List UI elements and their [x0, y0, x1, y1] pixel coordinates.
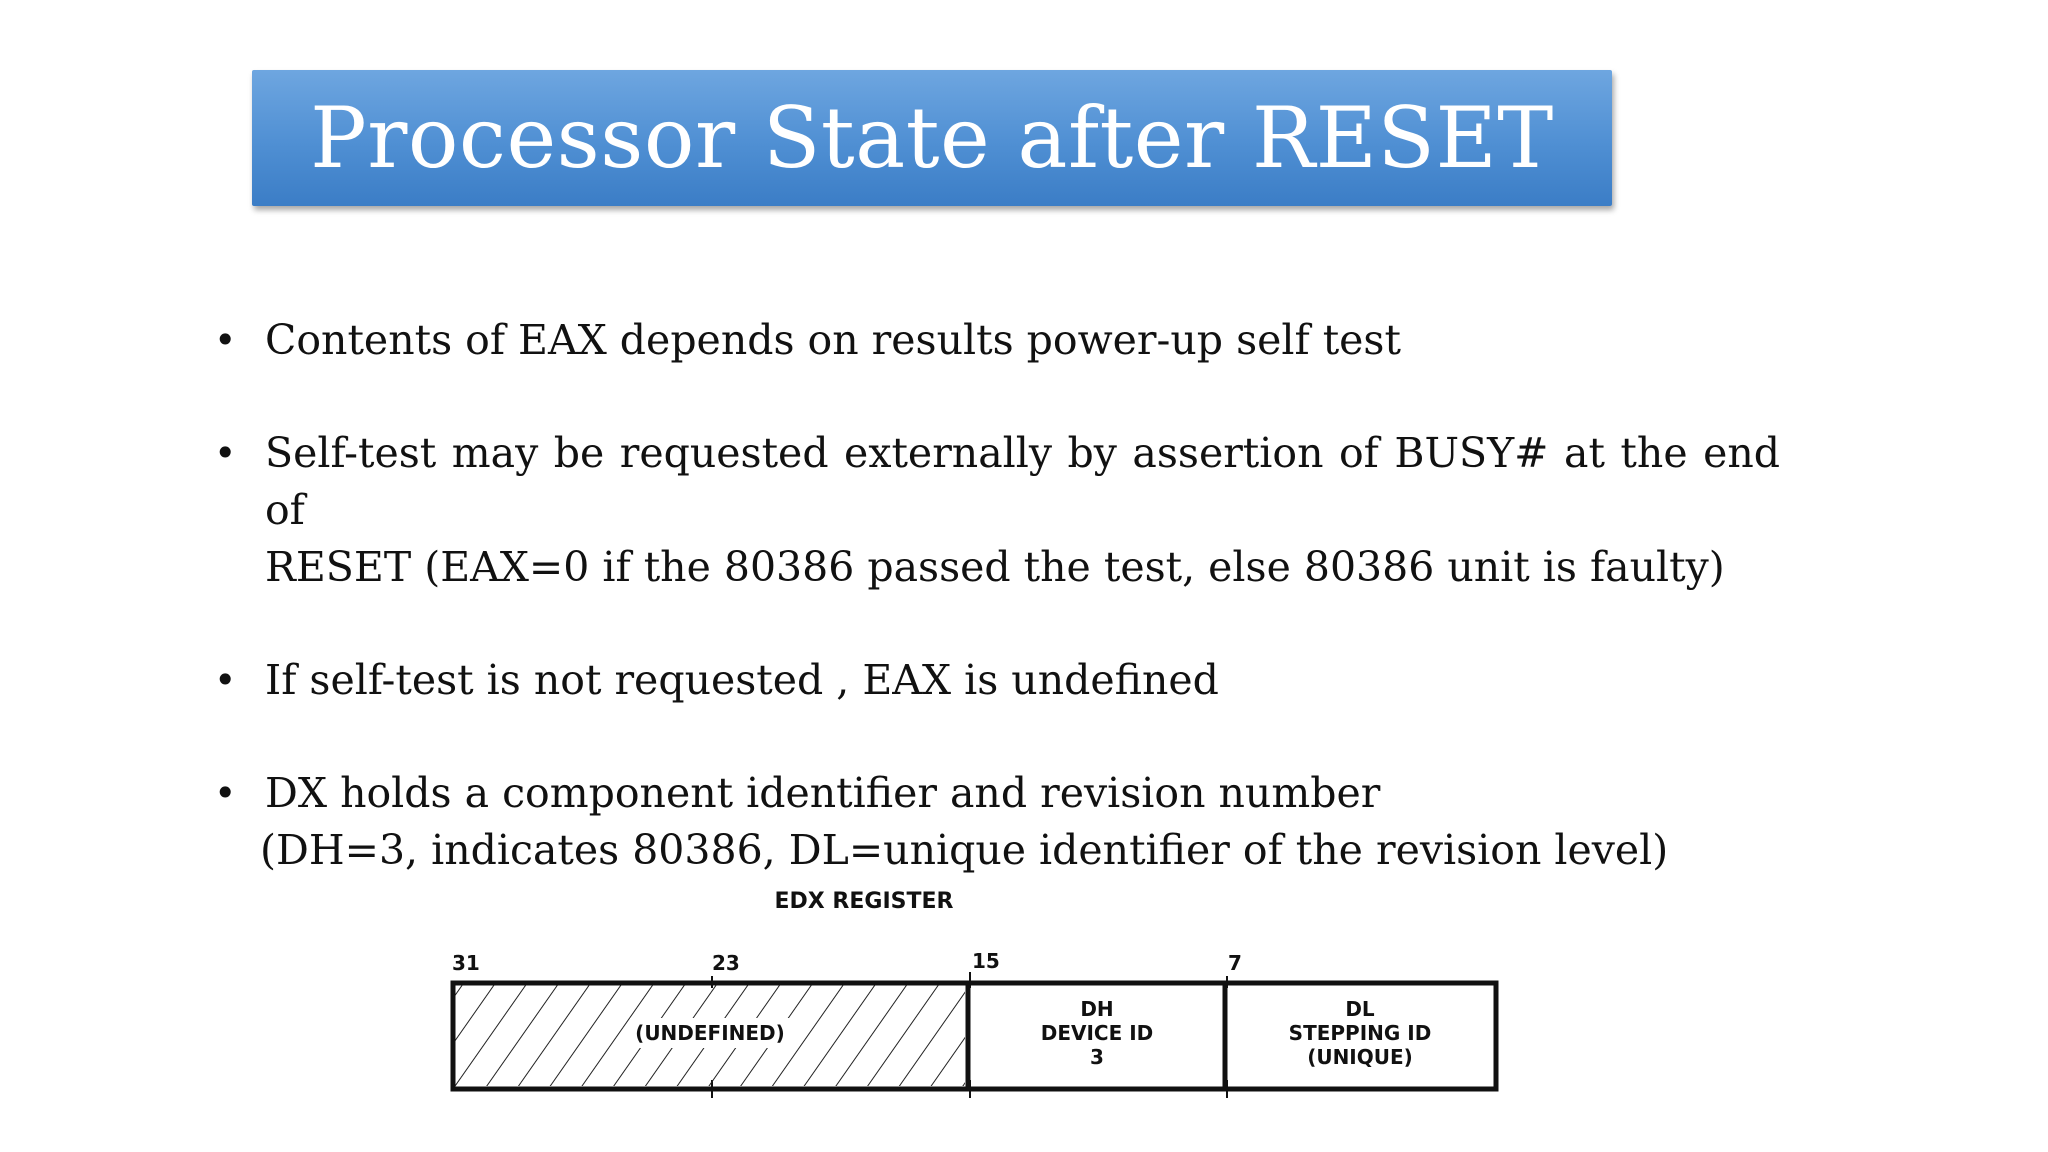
bullet-icon: • — [214, 318, 237, 362]
field-dl-name: STEPPING ID — [1289, 1021, 1432, 1045]
diagram-heading: EDX REGISTER — [775, 889, 954, 914]
field-dl-value: (UNIQUE) — [1307, 1045, 1413, 1069]
bit-label-23: 23 — [712, 951, 740, 975]
field-dh-name: DEVICE ID — [1041, 1021, 1154, 1045]
slide-title: Processor State after RESET — [310, 89, 1554, 187]
undefined-label-bg — [630, 1018, 790, 1048]
bullet-list: • Contents of EAX depends on results pow… — [210, 312, 1780, 935]
field-dl-label: DL — [1345, 997, 1375, 1021]
bit-label-31: 31 — [452, 951, 480, 975]
bullet-icon: • — [214, 658, 237, 702]
bullet-text: (DH=3, indicates 80386, DL=unique identi… — [260, 826, 1669, 874]
bit-label-7: 7 — [1228, 951, 1242, 975]
bullet-text: Contents of EAX depends on results power… — [265, 316, 1401, 364]
bullet-text: If self-test is not requested , EAX is u… — [265, 656, 1219, 704]
field-dh-label: DH — [1080, 997, 1113, 1021]
bullet-item: • Contents of EAX depends on results pow… — [210, 312, 1780, 369]
register-outline — [450, 980, 1499, 1092]
edx-register-diagram: EDX REGISTER 31 23 15 7 (UNDEFINED) DH D… — [440, 880, 1510, 1110]
field-undefined-label: (UNDEFINED) — [635, 1021, 785, 1045]
title-banner: Processor State after RESET — [252, 70, 1612, 206]
bullet-icon: • — [214, 431, 237, 475]
bullet-item: • Self-test may be requested externally … — [210, 425, 1780, 596]
bit-label-15: 15 — [972, 949, 1000, 973]
bullet-text: Self-test may be requested externally by… — [265, 429, 1780, 534]
bullet-item: • DX holds a component identifier and re… — [210, 765, 1780, 879]
bullet-text: RESET (EAX=0 if the 80386 passed the tes… — [265, 543, 1725, 591]
edx-register-figure: EDX REGISTER 31 23 15 7 (UNDEFINED) DH D… — [450, 889, 1499, 1098]
bullet-item: • If self-test is not requested , EAX is… — [210, 652, 1780, 709]
bullet-icon: • — [214, 771, 237, 815]
field-dh-value: 3 — [1090, 1045, 1104, 1069]
bullet-text: DX holds a component identifier and revi… — [265, 769, 1381, 817]
